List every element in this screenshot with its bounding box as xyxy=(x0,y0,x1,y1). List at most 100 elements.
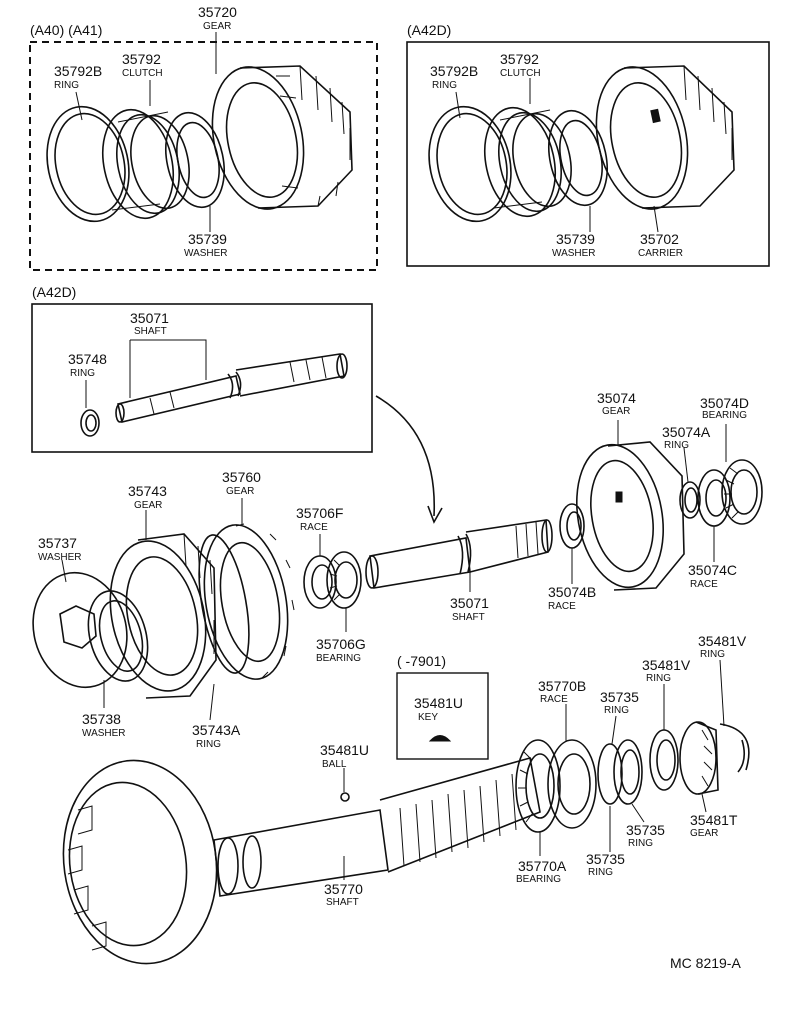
label-35481v-b-num: 35481V xyxy=(642,657,691,673)
label-35074a-name: RING xyxy=(664,440,689,451)
label-35071-a-num: 35071 xyxy=(130,310,169,326)
ring-35748 xyxy=(80,409,100,437)
box-a42d-shaft xyxy=(31,303,373,453)
label-35735-a-name: RING xyxy=(604,705,629,716)
label-35481v-a-num: 35481V xyxy=(698,633,747,649)
clutch-35792-a xyxy=(102,108,190,220)
label-35770-num: 35770 xyxy=(324,881,363,897)
leader-lines xyxy=(61,32,727,880)
bearing-35706g xyxy=(326,551,362,609)
bearing-35770a xyxy=(515,739,561,833)
flow-arrow xyxy=(375,395,436,517)
gear-35074 xyxy=(575,441,685,591)
ring-35074a xyxy=(679,481,701,519)
ring-35481v-a xyxy=(649,729,679,791)
label-35071-a-name: SHAFT xyxy=(134,326,167,337)
label-35792-b-name: CLUTCH xyxy=(500,68,541,79)
label-35735-a-num: 35735 xyxy=(600,689,639,705)
label-35770a-name: BEARING xyxy=(516,874,561,885)
label-35074b-num: 35074B xyxy=(548,584,596,600)
label-35702-num: 35702 xyxy=(640,231,679,247)
ring-35481v-b xyxy=(719,723,750,773)
label-35071-b-name: SHAFT xyxy=(452,612,485,623)
label-35743-num: 35743 xyxy=(128,483,167,499)
bearing-35074d xyxy=(721,459,763,525)
race-35074c xyxy=(697,469,731,527)
label-35739-a-num: 35739 xyxy=(188,231,227,247)
gear-35481t xyxy=(679,721,719,795)
group-key-label: ( -7901) xyxy=(397,653,446,669)
group-a42d-top-label: (A42D) xyxy=(407,22,451,38)
label-35739-b-num: 35739 xyxy=(556,231,595,247)
label-35739-a-name: WASHER xyxy=(184,248,228,259)
race-35074b xyxy=(559,503,585,549)
label-35735-b-name: RING xyxy=(628,838,653,849)
label-35074c-num: 35074C xyxy=(688,562,737,578)
label-35706f-num: 35706F xyxy=(296,505,343,521)
label-35738-num: 35738 xyxy=(82,711,121,727)
label-35792b-a-num: 35792B xyxy=(54,63,102,79)
ring-35792b-a xyxy=(46,105,130,223)
box-key xyxy=(396,672,489,760)
ball-35481u xyxy=(340,792,350,802)
label-35738-name: WASHER xyxy=(82,728,126,739)
shaft-35770 xyxy=(62,756,541,965)
label-35074d-name: BEARING xyxy=(702,410,747,421)
race-35770b xyxy=(547,739,597,829)
label-35792b-b-num: 35792B xyxy=(430,63,478,79)
label-35720-num: 35720 xyxy=(198,4,237,20)
label-35748-name: RING xyxy=(70,368,95,379)
label-35481v-b-name: RING xyxy=(646,673,671,684)
label-35074a-num: 35074A xyxy=(662,424,711,440)
ring-35743a xyxy=(198,534,250,674)
label-35702-name: CARRIER xyxy=(638,248,683,259)
label-35735-b-num: 35735 xyxy=(626,822,665,838)
label-35792-a-num: 35792 xyxy=(122,51,161,67)
shaft-35071-b xyxy=(365,519,553,589)
label-35074-num: 35074 xyxy=(597,390,636,406)
group-a42d-shaft-label: (A42D) xyxy=(32,284,76,300)
label-35748-num: 35748 xyxy=(68,351,107,367)
label-35770a-num: 35770A xyxy=(518,858,567,874)
label-35743-name: GEAR xyxy=(134,500,162,511)
carrier-35702 xyxy=(595,65,735,210)
label-35770b-num: 35770B xyxy=(538,678,586,694)
box-a42d-top xyxy=(406,41,770,267)
label-35739-b-name: WASHER xyxy=(552,248,596,259)
label-35792-b-num: 35792 xyxy=(500,51,539,67)
washer-35737 xyxy=(32,571,128,689)
label-35074c-name: RACE xyxy=(690,579,718,590)
key-35481u xyxy=(428,735,452,742)
flow-arrow-head xyxy=(427,505,443,524)
gear-35720 xyxy=(211,65,353,210)
label-35792b-a-name: RING xyxy=(54,80,79,91)
race-35706f xyxy=(303,555,337,609)
ring-35735-b xyxy=(613,739,643,805)
label-35737-name: WASHER xyxy=(38,552,82,563)
label-35743a-num: 35743A xyxy=(192,722,241,738)
label-35706f-name: RACE xyxy=(300,522,328,533)
label-35792b-b-name: RING xyxy=(432,80,457,91)
label-35481u-a-num: 35481U xyxy=(414,695,463,711)
label-35770b-name: RACE xyxy=(540,694,568,705)
label-35706g-name: BEARING xyxy=(316,653,361,664)
label-35760-name: GEAR xyxy=(226,486,254,497)
label-35735-c-num: 35735 xyxy=(586,851,625,867)
label-35481t-num: 35481T xyxy=(690,812,738,828)
label-35720-name: GEAR xyxy=(203,21,231,32)
label-35074d-num: 35074D xyxy=(700,395,749,411)
label-35074-name: GEAR xyxy=(602,406,630,417)
diagram-code: MC 8219-A xyxy=(670,955,741,971)
ring-35735-a xyxy=(597,743,623,805)
label-35770-name: SHAFT xyxy=(326,897,359,908)
label-35481t-name: GEAR xyxy=(690,828,718,839)
washer-35738 xyxy=(87,590,149,682)
label-35760-num: 35760 xyxy=(222,469,261,485)
label-35481u-a-name: KEY xyxy=(418,712,438,723)
label-35735-c-name: RING xyxy=(588,867,613,878)
label-35481v-a-name: RING xyxy=(700,649,725,660)
box-a40-a41 xyxy=(29,41,378,271)
shaft-35071-a xyxy=(115,353,348,423)
